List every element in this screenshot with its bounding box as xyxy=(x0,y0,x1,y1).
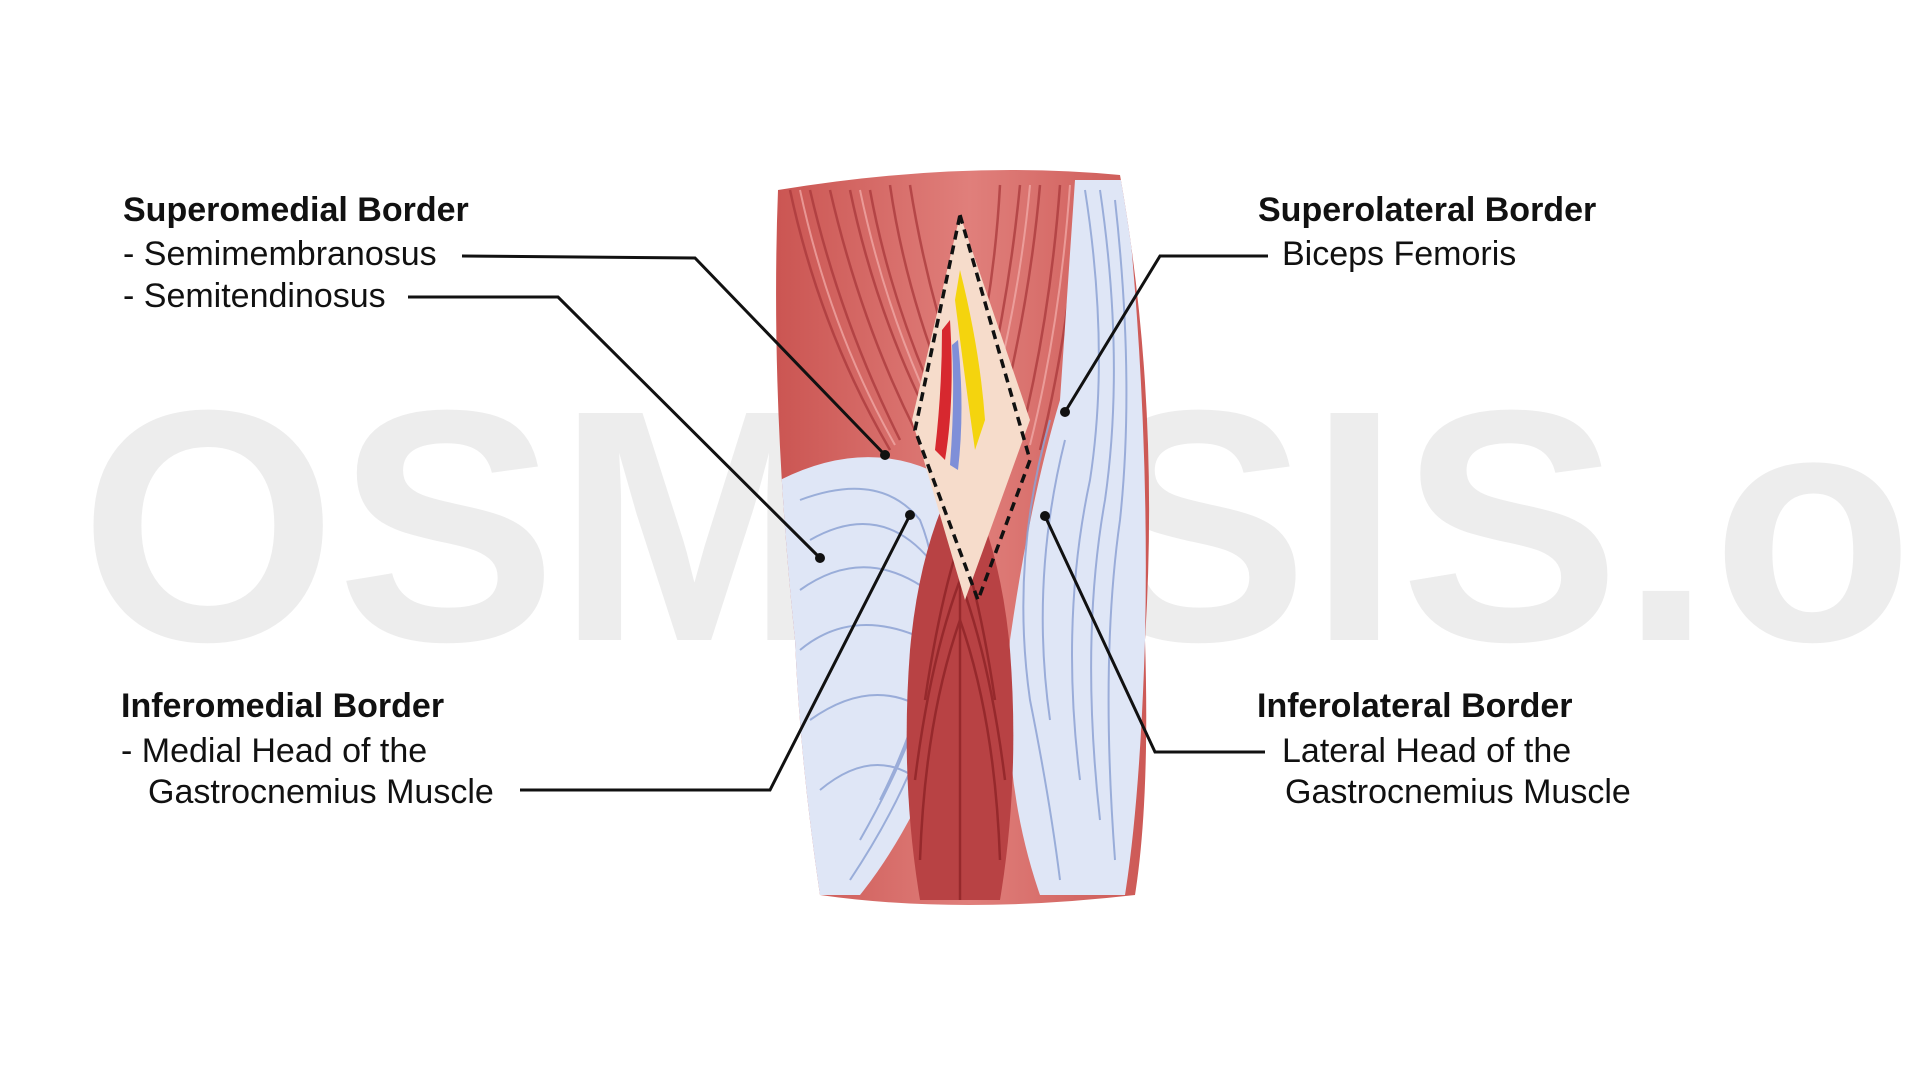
leader-dot xyxy=(1040,511,1050,521)
medial-gastrocnemius-label: Gastrocnemius Muscle xyxy=(148,773,494,811)
leader-lateral-gastrocnemius xyxy=(1043,515,1265,754)
leader-medial-gastrocnemius xyxy=(520,514,912,792)
popliteal-fossa-outline xyxy=(913,214,1032,606)
inferomedial-border-title: Inferomedial Border xyxy=(121,687,445,725)
leader-dot xyxy=(1060,407,1070,417)
lateral-gastrocnemius-label: Gastrocnemius Muscle xyxy=(1285,773,1631,811)
biceps-femoris-label: Biceps Femoris xyxy=(1282,235,1517,273)
inferolateral-border-title: Inferolateral Border xyxy=(1257,687,1573,725)
lateral-head-label: Lateral Head of the xyxy=(1282,732,1572,770)
leader-dot xyxy=(815,553,825,563)
leader-endpoints xyxy=(815,407,1070,563)
semimembranosus-label: - Semimembranosus xyxy=(123,235,437,273)
leader-semimembranosus xyxy=(461,254,887,457)
superomedial-border-title: Superomedial Border xyxy=(123,191,469,229)
leader-dot xyxy=(905,510,915,520)
leader-biceps-femoris xyxy=(1063,254,1268,413)
leader-lines xyxy=(408,254,1268,792)
leader-dot xyxy=(880,450,890,460)
knee-muscle-illustration xyxy=(776,170,1150,905)
superolateral-border-title: Superolateral Border xyxy=(1258,191,1597,229)
semitendinosus-label: - Semitendinosus xyxy=(123,277,386,315)
medial-head-label: - Medial Head of the xyxy=(121,732,428,770)
leader-semitendinosus xyxy=(408,295,822,560)
